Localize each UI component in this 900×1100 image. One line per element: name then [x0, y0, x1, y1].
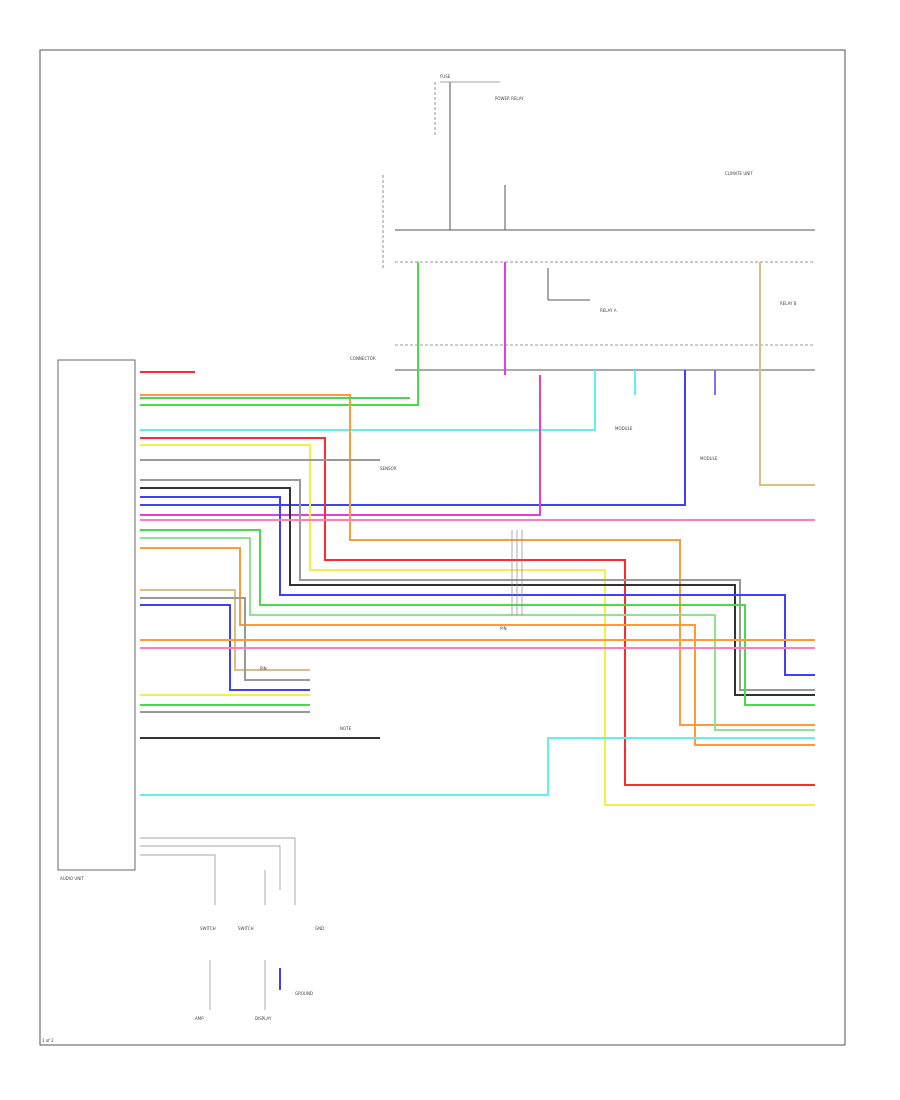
vertical-drops: [140, 262, 815, 516]
wire-green-3: [140, 529, 815, 706]
wire-light-green: [140, 537, 815, 731]
relay-branch: RELAY A RELAY B: [547, 268, 797, 313]
top-fuse-block: FUSE POWER RELAY: [382, 74, 524, 268]
amp-label: AMP: [195, 1016, 204, 1021]
switch-b-label: SWITCH: [238, 926, 254, 931]
bottom-right-note: NOTE: [340, 726, 352, 731]
wire-gray-2: [140, 479, 815, 691]
mid-connector-label: CONNECTOR: [350, 356, 376, 361]
sensor-label: SENSOR: [380, 466, 397, 471]
middle-connector: [511, 530, 523, 615]
wire-green-drop: [140, 262, 419, 406]
pin-right-label: PIN: [500, 626, 507, 631]
top-fuse-label: FUSE: [440, 74, 451, 79]
ground-label: GROUND: [295, 991, 313, 996]
wire-tan-drop: [759, 262, 815, 486]
relay-a-label: RELAY A: [600, 308, 617, 313]
wire-orange-1: [140, 394, 815, 726]
page-id: 1 of 2: [42, 1038, 54, 1043]
wire-blue-2: [140, 496, 815, 676]
lower-switch-group: SWITCH SWITCH AMP DISPLAY GROUND GND: [140, 837, 324, 1021]
wire-red-2: [140, 437, 815, 786]
audio-unit-label: AUDIO UNIT: [60, 876, 84, 881]
pin-left-label: PIN: [260, 666, 267, 671]
audio-unit-box: [57, 359, 136, 871]
wire-yellow-1: [140, 444, 815, 806]
module-b-label: MODULE: [700, 456, 718, 461]
wire-cyan-2: [140, 737, 815, 796]
top-relay-label: POWER RELAY: [495, 96, 524, 101]
wire-black-1: [140, 487, 815, 696]
switch-a-label: SWITCH: [200, 926, 216, 931]
wire-tan-2: [140, 589, 310, 671]
wire-orange-2: [140, 547, 815, 746]
diagram-frame: [39, 49, 846, 1046]
top-right-note: CLIMATE UNIT: [725, 171, 753, 176]
display-label: DISPLAY: [255, 1016, 272, 1021]
relay-b-label: RELAY B: [780, 301, 797, 306]
wire-blue-drop: [140, 370, 686, 506]
wire-cyan-drop-1: [140, 370, 596, 431]
module-a-label: MODULE: [615, 426, 633, 431]
wire-magenta-mid: [140, 375, 541, 516]
left-wires: [140, 371, 815, 806]
gnd-note-label: GND: [315, 926, 324, 931]
